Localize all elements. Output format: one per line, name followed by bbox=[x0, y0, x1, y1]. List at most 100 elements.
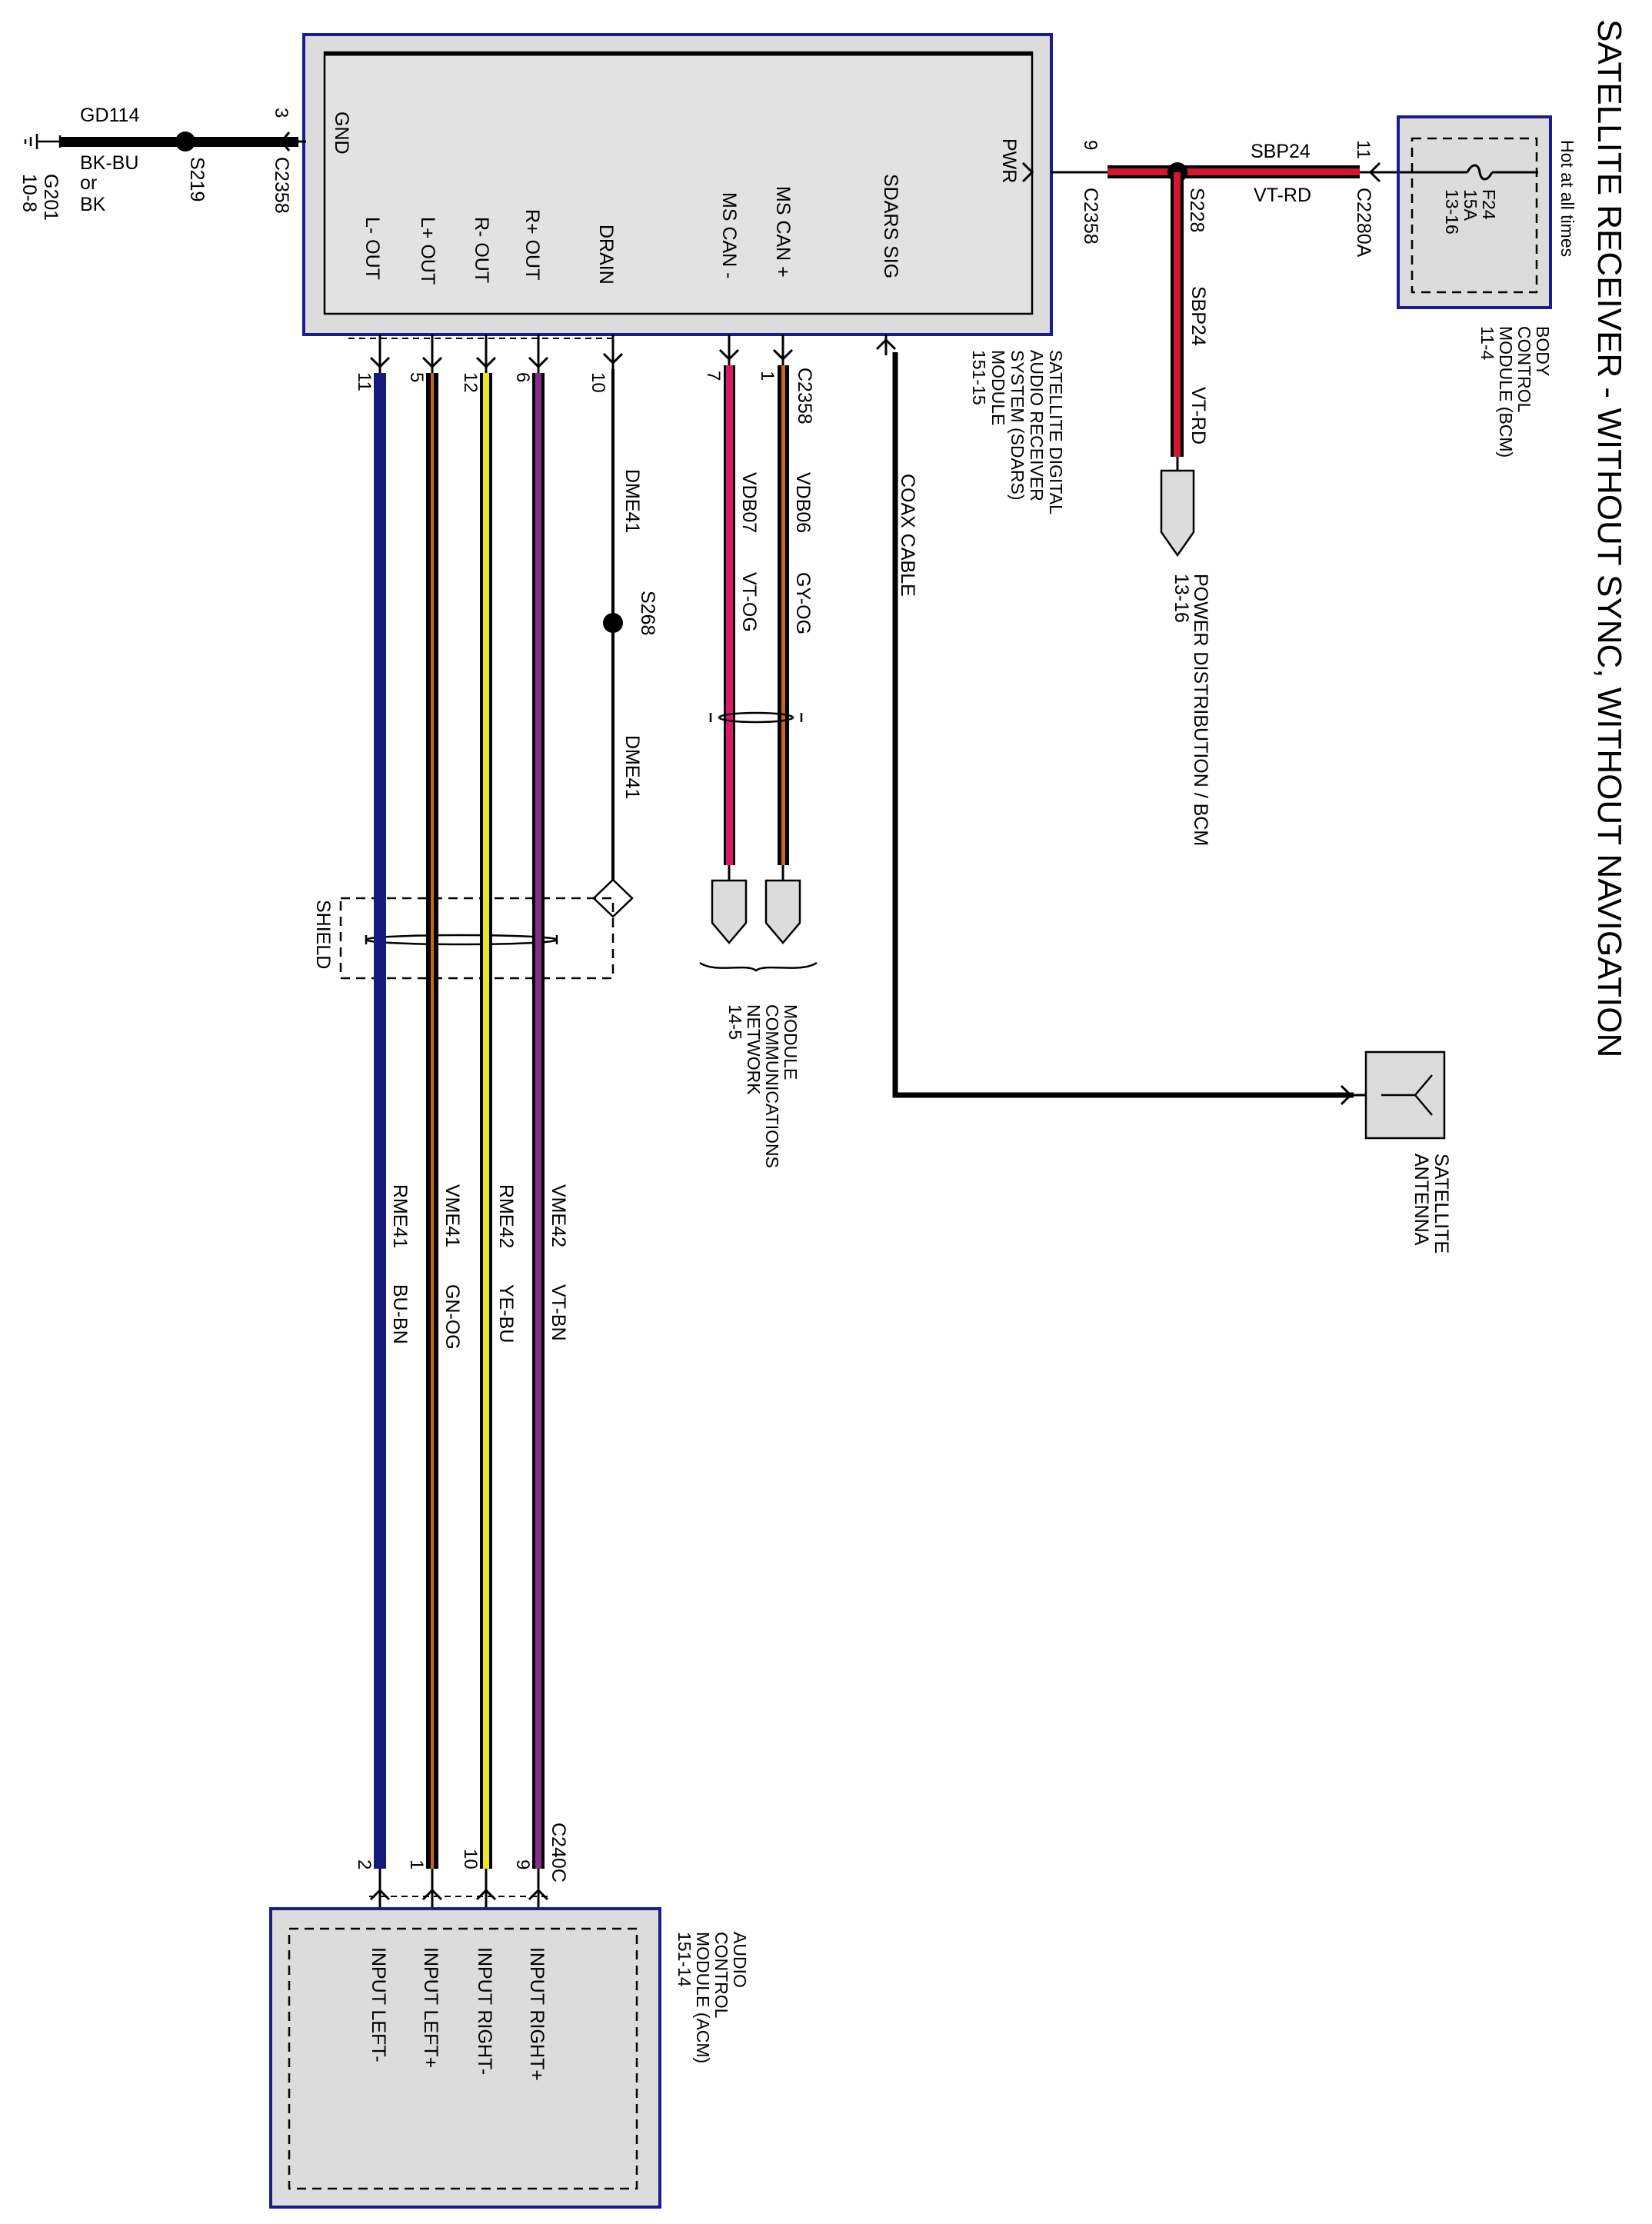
ground-page-label: 10-8 bbox=[18, 174, 40, 212]
sdars-name-line: AUDIO RECEIVER bbox=[1027, 350, 1047, 501]
coax-cable-label: COAX CABLE bbox=[897, 474, 918, 597]
drain-pin: 10 bbox=[588, 372, 608, 393]
sdars-name-line: SATELLITE DIGITAL bbox=[1046, 350, 1066, 514]
bcm-hot-label: Hot at all times bbox=[1557, 140, 1577, 257]
pin-label-ms-can-plus: MS CAN + bbox=[772, 186, 794, 278]
ground-pin-number: 3 bbox=[271, 108, 291, 118]
bcm-module bbox=[1397, 115, 1552, 309]
audio-top-pin-l-minus: 11 bbox=[354, 372, 375, 391]
ground-color-line: BK-BU bbox=[80, 152, 138, 174]
circuit-l-plus-color: GN-OG bbox=[441, 1284, 463, 1350]
network-label-line: COMMUNICATIONS bbox=[762, 1004, 782, 1168]
acm-input-l-plus: INPUT LEFT+ bbox=[420, 1947, 441, 2068]
sdars-name-line: 151-15 bbox=[969, 350, 989, 405]
power-distribution-label: POWER DISTRIBUTION / BCM bbox=[1190, 574, 1211, 846]
acm-input-r-plus: INPUT RIGHT+ bbox=[526, 1947, 548, 2081]
power-circuit-id: SBP24 bbox=[1251, 141, 1311, 162]
pin-label-gnd: GND bbox=[331, 112, 352, 155]
splice-s219 bbox=[175, 132, 195, 151]
bcm-name-line: BODY bbox=[1533, 326, 1553, 376]
wire-coax bbox=[892, 352, 1354, 1098]
ground-labels: GD114 BK-BU or BK S219 C2358 3 G201 10-8 bbox=[18, 105, 292, 221]
sdars-name-line: MODULE bbox=[988, 350, 1008, 425]
power-circuit-color: VT-RD bbox=[1254, 185, 1311, 206]
network-label-line: 14-5 bbox=[725, 1004, 745, 1040]
splice-s268-label: S268 bbox=[637, 591, 658, 635]
wire-rme41 bbox=[374, 373, 386, 1869]
sdars-name-line: SYSTEM (SDARS) bbox=[1008, 350, 1028, 501]
connector-can-minus bbox=[711, 879, 748, 944]
power-distribution-page: 13-16 bbox=[1171, 574, 1192, 623]
sdars-name-label: SATELLITE DIGITAL AUDIO RECEIVER SYSTEM … bbox=[969, 350, 1066, 514]
splice-s268 bbox=[603, 613, 623, 633]
diagram-title: SATELLITE RECEIVER - WITHOUT SYNC, WITHO… bbox=[1590, 19, 1628, 1057]
ground-color-line: or bbox=[80, 172, 97, 194]
circuit-r-minus-color: YE-BU bbox=[495, 1284, 517, 1343]
audio-wires bbox=[369, 335, 549, 1909]
can-minus-pin: 7 bbox=[703, 371, 724, 381]
pin-label-l-minus-out: L- OUT bbox=[361, 217, 383, 280]
circuit-l-minus-id: RME41 bbox=[389, 1184, 411, 1248]
network-brace bbox=[699, 961, 818, 972]
audio-top-pin-r-plus: 6 bbox=[512, 372, 533, 382]
acm-module bbox=[269, 1907, 661, 2209]
acm-connector-label: C240C bbox=[548, 1823, 569, 1883]
pin-label-ms-can-minus: MS CAN - bbox=[718, 192, 740, 279]
acm-name-line: MODULE (ACM) bbox=[693, 1932, 713, 2063]
audio-labels: 6 12 5 11 VME42 VT-BN RME42 YE-BU VME41 … bbox=[354, 372, 569, 1883]
acm-name-line: AUDIO bbox=[730, 1932, 750, 1988]
circuit-r-plus-id: VME42 bbox=[548, 1184, 569, 1247]
antenna-name-line: ANTENNA bbox=[1411, 1154, 1432, 1246]
power-pin-sdars: 9 bbox=[1080, 140, 1101, 150]
can-minus-color: VT-OG bbox=[738, 572, 760, 632]
audio-bottom-pin-r-plus: 9 bbox=[512, 1859, 533, 1869]
pin-label-l-plus-out: L+ OUT bbox=[417, 217, 438, 285]
splice-s219-label: S219 bbox=[186, 157, 208, 201]
bcm-name-line: 11-4 bbox=[1477, 326, 1497, 361]
audio-bottom-pin-l-plus: 1 bbox=[406, 1859, 427, 1869]
audio-top-pin-l-plus: 5 bbox=[406, 372, 427, 382]
power-connector-bcm: C2280A bbox=[1353, 188, 1374, 258]
can-minus-circuit: VDB07 bbox=[738, 472, 760, 533]
acm-labels: INPUT RIGHT+ INPUT RIGHT- INPUT LEFT+ IN… bbox=[368, 1932, 750, 2081]
power-pin-bcm: 11 bbox=[1353, 140, 1374, 159]
ground-connector-label: C2358 bbox=[271, 157, 292, 214]
can-circuit bbox=[699, 335, 818, 972]
can-connector-label: C2358 bbox=[794, 368, 815, 424]
antenna-name-line: SATELLITE bbox=[1431, 1154, 1452, 1253]
power-connector-sdars: C2358 bbox=[1080, 188, 1101, 245]
pin-label-pwr: PWR bbox=[998, 138, 1020, 183]
circuit-l-plus-id: VME41 bbox=[441, 1184, 463, 1247]
acm-input-l-minus: INPUT LEFT- bbox=[368, 1947, 389, 2063]
shield-label: SHIELD bbox=[312, 900, 334, 969]
power-distribution-circuit: SBP24 bbox=[1187, 286, 1209, 346]
pin-label-r-plus-out: R+ OUT bbox=[521, 209, 543, 280]
bcm-name-line: CONTROL bbox=[1514, 326, 1534, 413]
network-label-line: MODULE bbox=[781, 1004, 801, 1080]
bcm-labels: Hot at all times F24 15A 13-16 BODY CONT… bbox=[1442, 140, 1577, 458]
network-label-line: NETWORK bbox=[744, 1004, 764, 1095]
power-distribution-color: VT-RD bbox=[1187, 387, 1209, 444]
sdars-pin-labels: GND PWR SDARS SIG MS CAN + MS CAN - DRAI… bbox=[331, 112, 1020, 285]
acm-name-line: CONTROL bbox=[711, 1932, 731, 2019]
ground-color-line: BK bbox=[80, 194, 106, 215]
antenna-icon bbox=[1381, 1074, 1433, 1116]
drain-circuit-top: DME41 bbox=[621, 469, 643, 533]
pin-label-drain: DRAIN bbox=[595, 225, 617, 285]
shield-twist-icon bbox=[365, 934, 558, 946]
ground-point-label: G201 bbox=[40, 174, 62, 221]
pin-label-sdars-sig: SDARS SIG bbox=[880, 174, 901, 278]
bcm-fuse-line: 13-16 bbox=[1442, 189, 1462, 235]
can-plus-color: GY-OG bbox=[792, 572, 814, 634]
antenna-labels: COAX CABLE SATELLITE ANTENNA bbox=[897, 474, 1452, 1253]
bcm-fuse-line: 15A bbox=[1460, 189, 1480, 221]
can-labels: C2358 1 7 VDB06 GY-OG VDB07 VT-OG MODULE… bbox=[703, 368, 815, 1168]
twisted-pair-icon bbox=[709, 711, 803, 724]
shield-diamond bbox=[592, 878, 634, 918]
can-plus-pin: 1 bbox=[757, 371, 778, 381]
splice-s228-label: S228 bbox=[1186, 188, 1207, 232]
circuit-r-plus-color: VT-BN bbox=[548, 1284, 569, 1341]
connector-can-plus bbox=[764, 879, 801, 944]
sdars-module bbox=[302, 33, 1053, 336]
pin-label-r-minus-out: R- OUT bbox=[471, 217, 492, 283]
